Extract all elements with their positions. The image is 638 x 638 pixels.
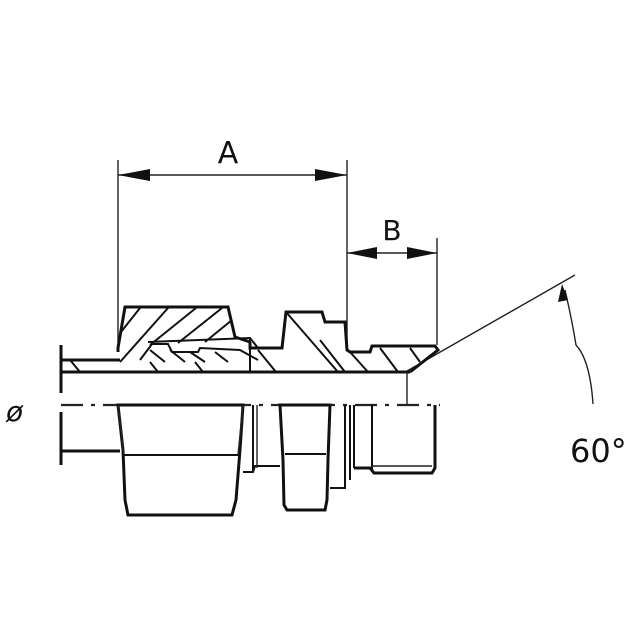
hatch-line <box>189 351 206 363</box>
diameter-label: ø <box>5 395 24 428</box>
dimension-b: B <box>347 214 438 345</box>
nut-hex <box>116 403 245 517</box>
dimension-angle: 60° <box>406 274 627 470</box>
hatch-line <box>349 351 369 373</box>
hatch-line <box>257 349 277 373</box>
hatch-line <box>214 351 229 363</box>
chamfer-line <box>237 404 244 456</box>
hatch-line <box>319 339 346 373</box>
body-outline-upper <box>248 310 441 374</box>
hatch-line <box>177 307 223 344</box>
body-hex <box>278 403 332 512</box>
hatch-line <box>379 347 399 373</box>
body-section <box>248 310 441 405</box>
neck <box>243 465 280 473</box>
thread-outline <box>354 405 437 475</box>
hatch-line <box>69 359 81 373</box>
cutting-ring <box>69 343 259 373</box>
hatch-line <box>149 307 197 346</box>
hatch-line <box>409 347 421 363</box>
hatch-line <box>149 349 166 363</box>
shoulder <box>330 405 346 489</box>
exterior-view <box>116 403 437 517</box>
ring-outline <box>139 343 259 361</box>
compression-nut-section <box>116 305 259 363</box>
arrow-left-icon <box>347 247 377 259</box>
hatch-line <box>119 307 169 363</box>
dimension-label-a: A <box>218 136 239 171</box>
hatch-line <box>285 311 339 373</box>
cone-angle-line <box>406 274 576 372</box>
arrow-right-icon <box>315 169 347 181</box>
angle-label: 60° <box>570 432 627 470</box>
chamfer-line <box>117 404 125 456</box>
hatch-line <box>169 349 186 363</box>
tube <box>59 345 410 465</box>
angle-arc <box>564 289 594 405</box>
nut-outline-upper <box>116 305 251 352</box>
hatch-line <box>149 361 159 373</box>
hatch-line <box>204 319 233 343</box>
hatch-line <box>194 361 204 373</box>
arrow-left-icon <box>118 169 150 181</box>
dimension-label-b: B <box>382 214 401 247</box>
arrow-right-icon <box>407 247 437 259</box>
arrow-up-icon <box>558 284 568 302</box>
dimension-a: A <box>117 136 348 352</box>
hatch-line <box>120 307 141 333</box>
